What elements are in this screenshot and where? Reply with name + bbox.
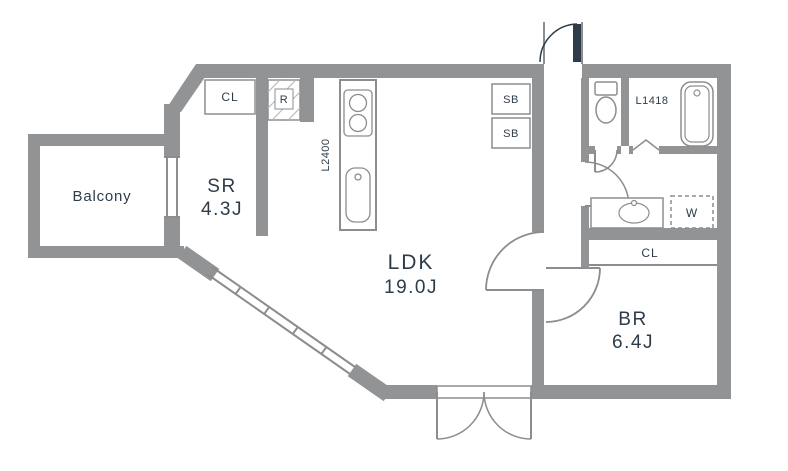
bath-bifold-door bbox=[632, 139, 660, 151]
diagonal-window-rail-outer bbox=[211, 266, 356, 368]
washing-machine-box bbox=[670, 195, 714, 229]
windows bbox=[163, 156, 356, 375]
diagonal-window-mullion-1 bbox=[234, 285, 242, 296]
sr-area-label: 4.3J bbox=[201, 199, 243, 220]
sr-ldk-divider-wall bbox=[256, 78, 268, 236]
top-wall-left bbox=[196, 64, 544, 78]
br-door-arc bbox=[545, 267, 601, 323]
hall-ldk-wall-lower bbox=[532, 290, 544, 385]
vanity-faucet bbox=[630, 199, 638, 207]
diagonal-window-rail-inner bbox=[206, 273, 351, 375]
diagonal-wall-stub-top bbox=[177, 245, 220, 282]
toilet-bottom-wall-b bbox=[617, 146, 621, 154]
balcony-label: Balcony bbox=[73, 188, 132, 205]
stove-burner-1 bbox=[348, 93, 368, 113]
diagonal-window-mullion-4 bbox=[320, 345, 328, 356]
bathtub-faucet bbox=[693, 89, 701, 97]
hall-ldk-wall-upper bbox=[532, 78, 544, 232]
refrigerator-hatch-4 bbox=[287, 107, 301, 121]
shoe-box-bottom bbox=[491, 117, 531, 149]
entrance-door-arc bbox=[539, 23, 578, 63]
sr-window-opening bbox=[163, 158, 181, 216]
sanitary-fixtures bbox=[590, 81, 714, 229]
bath-bottom-wall-a bbox=[629, 146, 633, 154]
br-closet-label: CL bbox=[641, 246, 658, 260]
bathtub-label: L1418 bbox=[635, 95, 668, 107]
kitchen-pillar bbox=[300, 78, 314, 122]
diagonal-window-mullion-2 bbox=[262, 305, 271, 316]
kitchen-faucet bbox=[354, 173, 362, 181]
washing-machine-label: W bbox=[686, 206, 698, 220]
toilet-door-arc bbox=[594, 149, 618, 173]
stove-burner-2 bbox=[348, 113, 368, 133]
diagonal-wall-stub-bottom bbox=[347, 363, 393, 402]
sr-closet-label: CL bbox=[221, 90, 238, 104]
terrace-door-right-arc bbox=[483, 391, 532, 440]
hall-sanitary-wall-upper bbox=[581, 78, 589, 162]
interior-walls bbox=[256, 78, 717, 385]
br-closet-floor bbox=[589, 240, 717, 265]
bottom-wall-right bbox=[531, 385, 731, 399]
terrace-door-left-arc bbox=[436, 391, 485, 440]
labels: Balcony SR 4.3J LDK 19.0J BR 6.4J CL R L… bbox=[73, 90, 698, 353]
ldk-door-arc bbox=[485, 231, 545, 291]
shoe-box-top bbox=[491, 83, 531, 115]
ldk-label: LDK bbox=[388, 251, 435, 274]
hall-floor bbox=[544, 78, 581, 268]
toilet-tank bbox=[594, 81, 618, 96]
toilet-bottom-wall-a bbox=[589, 146, 595, 154]
toilet-bowl bbox=[595, 96, 617, 124]
washroom-bottom-wall bbox=[581, 228, 717, 240]
balcony-top-wall bbox=[28, 134, 168, 146]
bath-bottom-wall-b bbox=[659, 146, 717, 154]
kitchen-sink bbox=[345, 167, 371, 223]
diagonal-window-mullion-3 bbox=[291, 325, 300, 336]
storage-kitchen-fixtures bbox=[204, 79, 531, 231]
top-wall-right bbox=[582, 64, 731, 78]
refrigerator-hatch-1 bbox=[267, 79, 281, 93]
br-label: BR bbox=[618, 309, 647, 330]
br-area-label: 6.4J bbox=[612, 332, 654, 353]
toilet-bath-divider-wall bbox=[621, 78, 629, 146]
shoe-box-top-label: SB bbox=[503, 94, 519, 106]
balcony-walls bbox=[28, 134, 184, 258]
corner-step-wall bbox=[164, 64, 214, 112]
br-floor bbox=[544, 268, 717, 385]
sr-floor bbox=[180, 112, 256, 236]
refrigerator-label-box bbox=[274, 88, 294, 110]
kitchen-counter-label: L2400 bbox=[320, 138, 332, 171]
balcony-bottom-wall bbox=[28, 246, 184, 258]
balcony-left-wall bbox=[28, 134, 40, 258]
right-wall bbox=[717, 64, 731, 399]
shoe-box-bottom-label: SB bbox=[503, 128, 519, 140]
sr-label: SR bbox=[207, 176, 236, 197]
ldk-area-label: 19.0J bbox=[384, 277, 438, 298]
refrigerator-label: R bbox=[280, 94, 288, 106]
doors bbox=[436, 22, 660, 440]
sr-closet-box bbox=[204, 79, 256, 115]
entrance-door-leaf bbox=[573, 24, 581, 62]
bottom-wall-left bbox=[384, 385, 437, 399]
balcony-floor bbox=[40, 146, 164, 246]
bathtub-inner bbox=[684, 85, 710, 143]
